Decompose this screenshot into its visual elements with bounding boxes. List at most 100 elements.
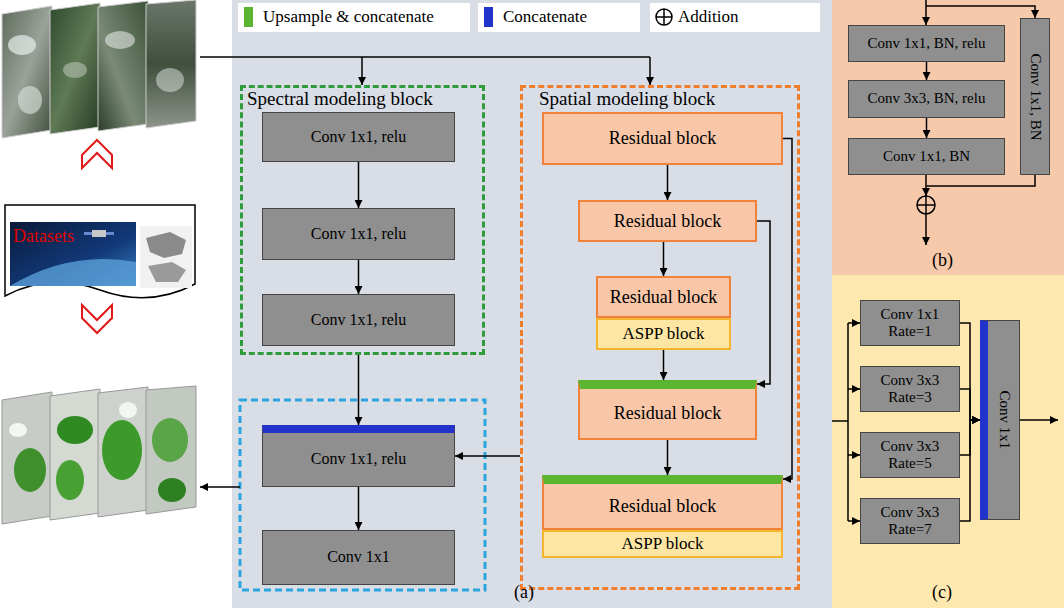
drawing-part (106, 232, 114, 235)
connector-arrow (926, 62, 928, 80)
drawing-part (146, 232, 186, 258)
conv-box: Conv 3x3, BN, relu (848, 80, 1005, 118)
conv-box: Conv 3x3Rate=7 (860, 498, 960, 544)
drawing-part (14, 448, 46, 492)
output-maps (2, 386, 196, 524)
connector-arrow (926, 118, 928, 138)
panel-label: (b) (932, 250, 953, 271)
drawing-part (848, 520, 860, 522)
drawing-part (847, 323, 849, 521)
satellite-images (2, 0, 196, 138)
block-title: Spectral modeling block (247, 89, 433, 109)
drawing-part (82, 140, 112, 168)
drawing-part (926, 6, 1035, 18)
box-label: Residual block (610, 287, 717, 308)
drawing-part (5, 205, 195, 298)
box-label: Conv 1x1, relu (311, 311, 407, 329)
connector-arrow (663, 242, 665, 276)
drawing-part (102, 420, 142, 480)
drawing-part (156, 68, 184, 92)
panel-background (832, 275, 1064, 608)
fusion-block-outline (240, 400, 485, 590)
conv-box: Conv 1x1, relu (262, 425, 455, 487)
drawing-part (158, 478, 186, 502)
drawing-part (98, 1, 148, 131)
drawing-part (10, 222, 136, 286)
conv-box: Conv 3x3Rate=3 (860, 366, 960, 412)
drawing-part (2, 392, 52, 524)
drawing-part (98, 387, 148, 517)
box-label: Rate=5 (888, 455, 931, 472)
box-label: Residual block (609, 128, 716, 149)
drawing-part (848, 322, 860, 324)
residual-box: Residual block (578, 380, 757, 440)
box-label: Conv 1x1 (327, 548, 390, 566)
box-label: Conv 1x1 (881, 306, 940, 323)
legend-item: Concatenate (484, 7, 587, 27)
rotated-label: Conv 1x1, BN (1026, 53, 1043, 140)
drawing-part (832, 420, 848, 422)
drawing-part (656, 9, 672, 25)
dataset-label: Datasets (13, 226, 74, 247)
drawing-part (63, 62, 87, 78)
conv-box: Conv 1x1, BN, relu (848, 25, 1005, 62)
drawing-part (9, 423, 27, 437)
residual-box: Residual block (578, 200, 757, 242)
connector-arrow (358, 355, 360, 425)
box-label: Rate=3 (888, 389, 931, 406)
box-label: ASPP block (622, 324, 704, 344)
connector-arrow (358, 162, 360, 208)
panel-label: (c) (932, 582, 952, 603)
conv-box: Conv 1x1 (262, 530, 455, 585)
box-label: Conv 3x3 (881, 438, 940, 455)
drawing-part (84, 232, 92, 235)
drawing-part (57, 416, 93, 444)
legend-text: Concatenate (503, 7, 587, 27)
drawing-part (848, 388, 860, 390)
drawing-part (361, 57, 363, 85)
legend-text: Upsample & concatenate (263, 7, 434, 27)
drawing-part (925, 0, 927, 25)
panel-background (832, 0, 1064, 275)
drawing-part (82, 305, 112, 333)
box-label: Residual block (614, 403, 721, 424)
connector-arrow (960, 389, 980, 420)
box-label: Conv 1x1 (995, 391, 1012, 450)
panel-label: (a) (514, 582, 534, 603)
drawing-part (10, 259, 136, 286)
conv-box: Conv 3x3Rate=5 (860, 432, 960, 478)
residual-box: Residual block (542, 475, 783, 530)
conv-box: Conv 1x1 (980, 320, 1020, 520)
drawing-part (917, 196, 935, 214)
drawing-part (926, 175, 1035, 186)
drawing-part (200, 486, 240, 488)
legend-text: Addition (678, 7, 738, 27)
drawing-part (146, 386, 196, 514)
spatial-block: Spatial modeling blockResidual blockResi… (520, 85, 800, 590)
drawing-part (148, 262, 186, 282)
rotated-label: Conv 1x1 (995, 391, 1012, 450)
residual-box: Residual block (542, 112, 783, 165)
connector-arrow (455, 455, 520, 457)
box-label: Conv 1x1, relu (311, 128, 407, 146)
connector-arrow (960, 323, 980, 420)
panel-background (232, 0, 832, 608)
spectral-block: Spectral modeling blockConv 1x1, reluCon… (240, 85, 485, 355)
box-label: Residual block (614, 211, 721, 232)
aspp-box: ASPP block (596, 318, 731, 350)
drawing-part (56, 460, 84, 500)
box-label: Rate=7 (888, 521, 931, 538)
connector-arrow (960, 420, 980, 521)
conv-box: Conv 1x1, relu (262, 112, 455, 162)
drawing-part (8, 35, 36, 55)
conv-box: Conv 1x1, BN (848, 138, 1005, 175)
box-label: Conv 1x1, relu (311, 450, 407, 468)
drawing-part (152, 418, 188, 462)
connector-arrow (757, 221, 770, 384)
conv-box: Conv 1x1Rate=1 (860, 300, 960, 346)
drawing-part (146, 0, 196, 128)
connector-arrow (667, 440, 669, 475)
addition-symbol (917, 196, 935, 214)
connector-arrow (663, 350, 665, 380)
